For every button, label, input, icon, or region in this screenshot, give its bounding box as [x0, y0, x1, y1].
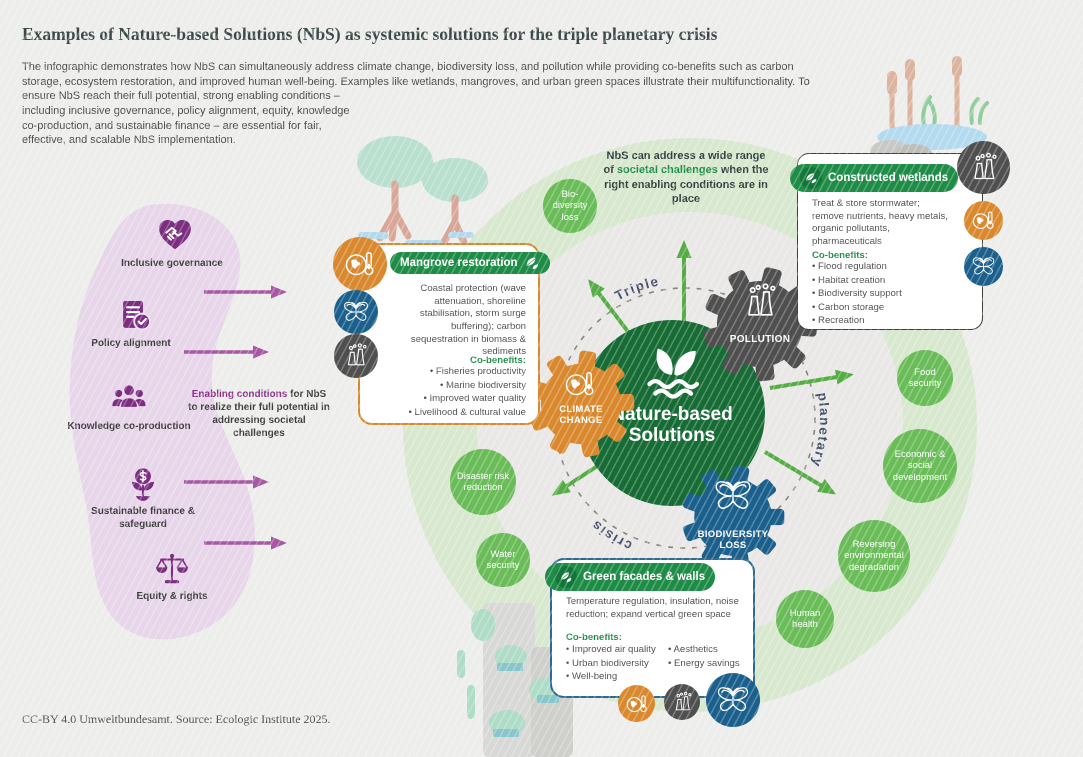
- butterfly-icon: [341, 297, 371, 327]
- leaf-icon: [555, 566, 577, 588]
- challenge-economic-social-development: Economic & social development: [883, 429, 957, 503]
- solution-box-constructed-wetlands: Constructed wetlands Treat & store storm…: [790, 153, 983, 330]
- wetlands-cobenefit: Recreation: [812, 314, 902, 328]
- gear-label-pollution: POLLUTION: [729, 334, 791, 345]
- challenge-water-security: Water security: [476, 533, 530, 587]
- factory-icon: [670, 690, 695, 715]
- facades-cobenefit: Aesthetics: [668, 643, 754, 657]
- hub-message-highlight: societal challenges: [616, 164, 718, 177]
- facades-pollution-badge: [664, 684, 700, 720]
- wetland-illustration: [870, 56, 989, 160]
- intro-paragraph-continued: including inclusive governance, policy a…: [22, 105, 350, 147]
- hub-label: Nature-based Solutions: [611, 404, 733, 447]
- wetlands-cobenefit: Carbon storage: [812, 301, 902, 315]
- green-facades-header: Green facades & walls: [545, 563, 716, 591]
- gear-label-climate-change: CLIMATE CHANGE: [559, 404, 603, 427]
- wetlands-cobenefits-label: Co-benefits:: [812, 250, 868, 261]
- mangrove-cobenefit: Marine biodiversity: [409, 379, 526, 393]
- intro-paragraph: The infographic demonstrates how NbS can…: [22, 61, 810, 103]
- wetlands-climate-badge: [964, 201, 1003, 240]
- constructed-wetlands-header: Constructed wetlands: [790, 164, 959, 192]
- globe-thermometer-icon: [562, 366, 598, 402]
- butterfly-icon: [970, 253, 997, 280]
- facades-cobenefit: Improved air quality: [566, 643, 666, 657]
- facades-cobenefit: Urban biodiversity: [566, 657, 666, 671]
- leaf-icon: [800, 167, 822, 189]
- mangrove-climate-badge: [333, 237, 387, 291]
- facades-cobenefit: Energy savings: [668, 657, 754, 671]
- mangrove-cobenefits-label: Co-benefits:: [470, 355, 526, 366]
- wetlands-cobenefit: Flood regulation: [812, 260, 902, 274]
- facades-climate-badge: [618, 685, 655, 722]
- butterfly-icon: [711, 474, 755, 518]
- mangrove-trees-illustration: [357, 136, 488, 247]
- challenge-disaster-risk-reduction: Disaster risk reduction: [450, 449, 516, 515]
- challenge-biodiversity-loss: Bio-diversity loss: [543, 179, 597, 233]
- wetlands-cobenefit: Habitat creation: [812, 274, 902, 288]
- challenge-food-security: Food security: [897, 350, 953, 406]
- facades-cobenefits-label: Co-benefits:: [566, 632, 622, 643]
- factory-icon: [738, 280, 782, 324]
- enabling-note-bold: Enabling conditions: [191, 389, 288, 400]
- hub-message-post: when the right enabling conditions are i…: [604, 164, 769, 205]
- attribution-footer: CC-BY 4.0 Umweltbundesamt. Source: Ecolo…: [22, 712, 331, 726]
- facades-biodiversity-badge: [706, 673, 760, 727]
- gear-label-biodiversity-loss: BIODIVERSITY LOSS: [697, 529, 769, 552]
- solution-box-green-facades: Green facades & walls Temperature regula…: [545, 558, 755, 698]
- wetlands-description: Treat & store stormwater; remove nutrien…: [812, 198, 948, 247]
- mangrove-biodiversity-badge: [334, 290, 378, 334]
- page-title: Examples of Nature-based Solutions (NbS)…: [22, 24, 718, 44]
- enabling-item-policy-alignment: Policy alignment: [91, 338, 171, 349]
- factory-icon: [966, 150, 1002, 186]
- enabling-item-equity-rights: Equity & rights: [136, 591, 208, 602]
- enabling-conditions-blob: [69, 203, 255, 640]
- factory-icon: [341, 341, 371, 371]
- mangrove-cobenefit: Livelihood & cultural value: [409, 406, 526, 420]
- globe-thermometer-icon: [624, 691, 650, 717]
- challenge-reversing-environmental-degradation: Reversing environmental degradation: [838, 520, 910, 592]
- enabling-item-sustainable-finance: Sustainable finance & safeguard: [91, 506, 195, 530]
- enabling-note-rest: for NbS to realize their full potential …: [188, 389, 330, 439]
- hub-message: NbS can address a wide range of societal…: [600, 149, 772, 206]
- wetlands-title: Constructed wetlands: [828, 172, 949, 184]
- hub-message-pre: NbS can address a wide range of: [603, 150, 766, 177]
- facades-description: Temperature regulation, insulation, nois…: [566, 596, 739, 620]
- globe-thermometer-icon: [970, 207, 997, 234]
- wetlands-biodiversity-badge: [964, 247, 1003, 286]
- mangrove-pollution-badge: [334, 334, 378, 378]
- mangrove-restoration-header: Mangrove restoration: [390, 252, 550, 274]
- wetlands-pollution-badge: [957, 141, 1010, 194]
- challenge-human-health: Human health: [776, 590, 834, 648]
- wetlands-cobenefit: Biodiversity support: [812, 287, 902, 301]
- mangrove-cobenefit: Improved water quality: [409, 392, 526, 406]
- enabling-conditions-note: Enabling conditions for NbS to realize t…: [188, 388, 330, 440]
- solution-box-mangrove-restoration: Mangrove restoration Coastal protection …: [358, 243, 550, 425]
- butterfly-icon: [714, 681, 752, 719]
- enabling-item-knowledge-coproduction: Knowledge co-production: [67, 421, 191, 432]
- purple-arrows: [184, 285, 287, 550]
- facades-cobenefit: Well-being: [566, 670, 666, 684]
- facades-title: Green facades & walls: [583, 571, 706, 583]
- mangrove-description: Coastal protection (wave attenuation, sh…: [410, 283, 526, 358]
- mangrove-title: Mangrove restoration: [400, 257, 518, 269]
- leaf-icon: [525, 257, 538, 270]
- mangrove-cobenefit: Fisheries productivity: [409, 365, 526, 379]
- globe-thermometer-icon: [342, 246, 378, 282]
- enabling-item-inclusive-governance: Inclusive governance: [121, 258, 223, 269]
